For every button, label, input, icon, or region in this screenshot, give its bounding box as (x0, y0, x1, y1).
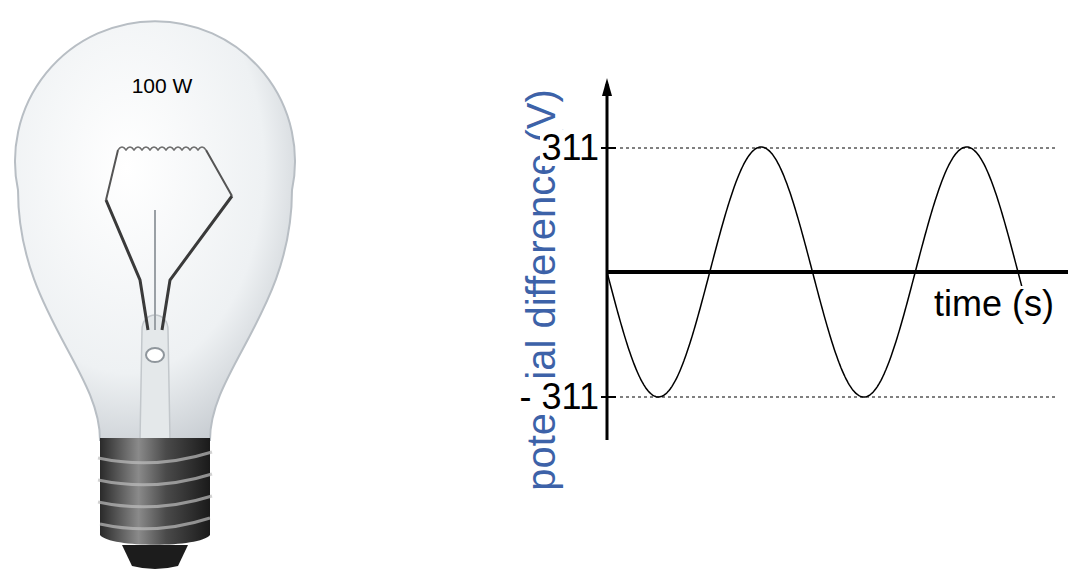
screw-thread (98, 452, 212, 529)
axis-value: - 311 (518, 379, 601, 415)
min-dashed-line (620, 397, 1055, 398)
bulb-glass (15, 21, 295, 440)
max-dashed-line (620, 148, 1055, 149)
x-axis (607, 270, 1068, 274)
filament (118, 147, 206, 150)
support-wire (154, 210, 156, 330)
stem-button (146, 348, 164, 362)
filament-support (106, 150, 232, 200)
axis-value: 311 (540, 130, 601, 166)
y-axis (606, 84, 609, 440)
sine-wave (607, 147, 1025, 397)
axis-title: time (s) (932, 286, 1056, 322)
base-contact (122, 545, 188, 569)
bulb-stem (140, 315, 170, 440)
lead-wire (106, 200, 148, 330)
lead-wire (162, 196, 232, 330)
power-rating: 100 W (132, 75, 193, 96)
y-axis-arrow (602, 78, 612, 96)
